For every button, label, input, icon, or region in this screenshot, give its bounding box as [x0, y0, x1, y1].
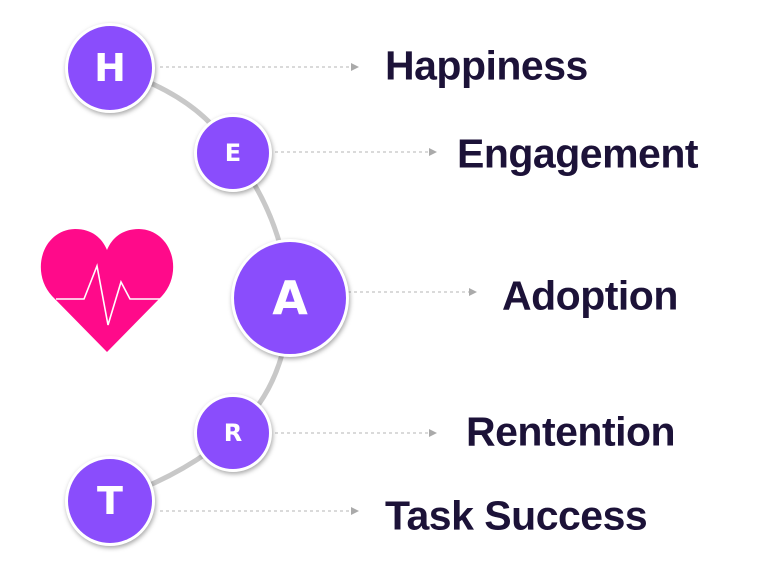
- node-t: T: [65, 456, 155, 546]
- label-retention: Rentention: [466, 408, 676, 455]
- node-r: R: [194, 394, 272, 472]
- node-e: E: [194, 114, 272, 192]
- label-happiness: Happiness: [385, 42, 588, 89]
- node-h: H: [65, 23, 155, 113]
- label-engagement: Engagement: [457, 130, 699, 177]
- heartbeat-heart-icon: [40, 229, 174, 352]
- node-a: A: [231, 239, 349, 357]
- label-task-success: Task Success: [385, 492, 648, 539]
- label-adoption: Adoption: [502, 272, 678, 319]
